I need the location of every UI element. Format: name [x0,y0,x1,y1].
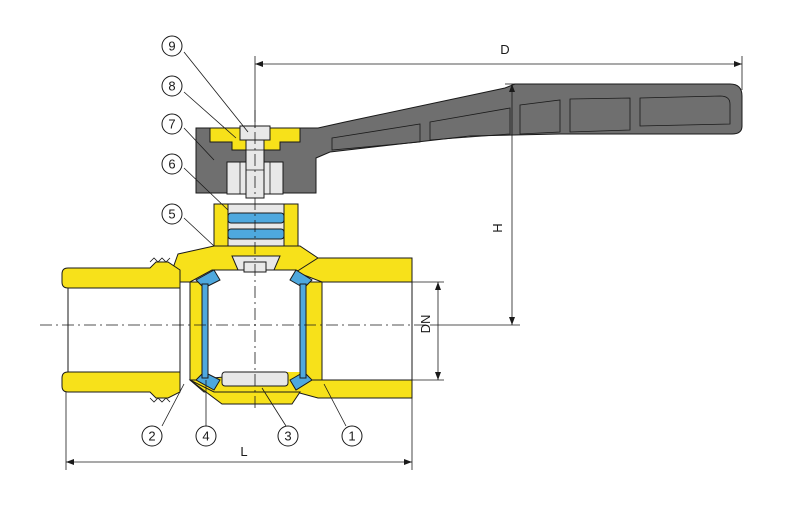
dimension-d: D [254,42,743,128]
dimension-l-label: L [240,444,247,459]
dimension-dn-label: DN [418,315,433,334]
dimension-d-label: D [500,42,509,57]
dimension-dn: DN [412,281,444,381]
lever-handle [195,83,743,195]
callout-3: 3 [277,425,299,447]
callout-6-label: 6 [168,157,175,172]
callout-2-label: 2 [148,429,155,444]
callout-6: 6 [161,153,183,175]
dimension-l: L [65,392,413,470]
callout-9-label: 9 [168,39,175,54]
callout-2: 2 [141,425,163,447]
callout-7-label: 7 [168,117,175,132]
end-connector [61,257,181,403]
callout-8-label: 8 [168,79,175,94]
leader-lines [161,51,347,427]
callout-9: 9 [161,35,183,57]
dimension-h: H [430,83,520,326]
callout-4: 4 [195,425,217,447]
dimension-h-label: H [490,223,505,232]
callout-5-label: 5 [168,207,175,222]
callout-5: 5 [161,203,183,225]
callout-8: 8 [161,75,183,97]
callout-1: 1 [341,425,363,447]
callout-1-label: 1 [348,429,355,444]
centerlines [40,110,430,410]
callout-4-label: 4 [202,429,209,444]
callout-7: 7 [161,113,183,135]
callout-3-label: 3 [284,429,291,444]
